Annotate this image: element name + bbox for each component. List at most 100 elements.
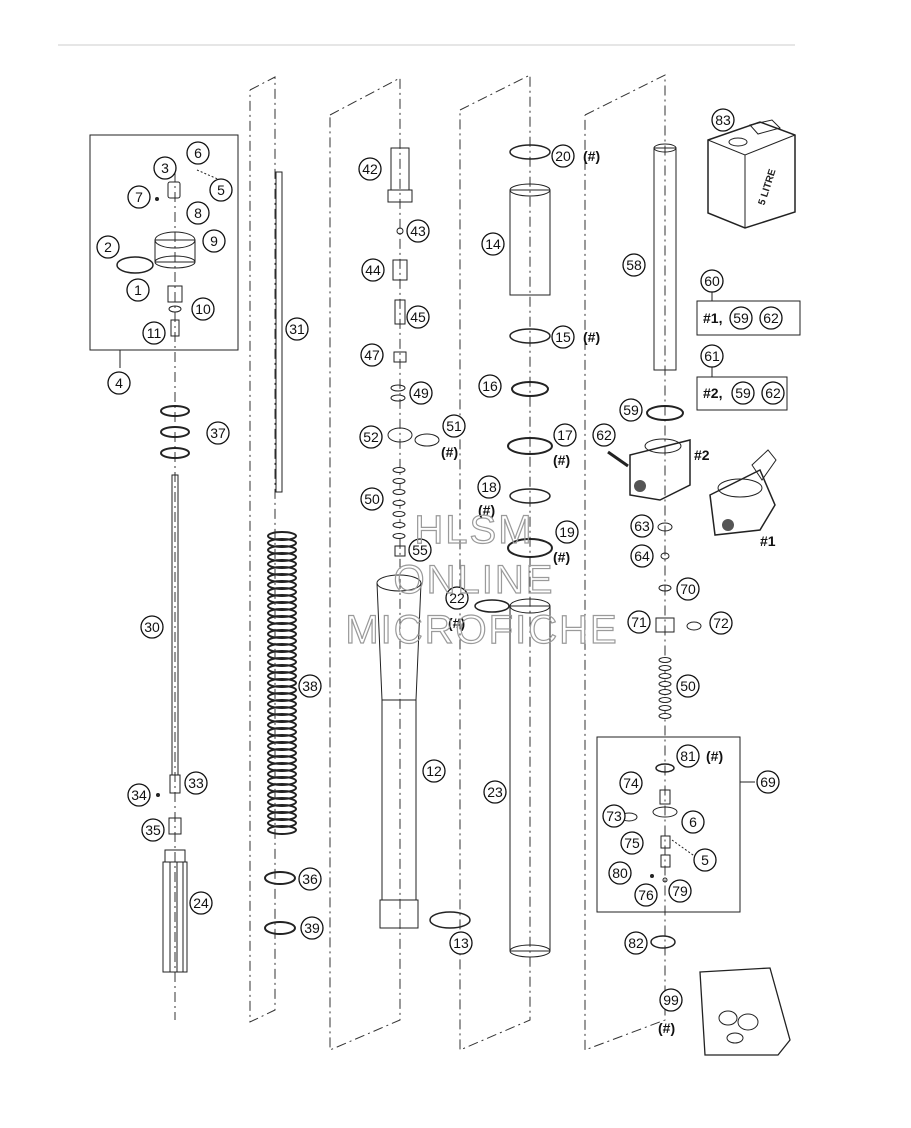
nut-11 <box>170 319 180 337</box>
callout-label: 70 <box>680 581 696 597</box>
callout-label: 49 <box>413 385 429 401</box>
callout-bubble <box>477 475 501 499</box>
callout-p15: 15 <box>551 325 575 349</box>
ring-79 <box>662 877 668 883</box>
valve-33 <box>169 774 181 794</box>
callout-label: 33 <box>188 775 204 791</box>
callout-bubble <box>676 744 700 768</box>
ring-72 <box>686 621 702 631</box>
note-22: (#) <box>448 615 465 631</box>
callout-p82: 82 <box>624 931 648 955</box>
oil-can-83: 5 LITRE <box>707 119 796 229</box>
o-ring-13 <box>429 911 471 929</box>
o-ring-59 <box>646 405 684 421</box>
callout-bubble <box>624 931 648 955</box>
callout-label: 76 <box>638 887 654 903</box>
callout-label: 30 <box>144 619 160 635</box>
callout-bubble <box>360 343 384 367</box>
callout-p3: 3 <box>153 156 177 180</box>
kit-61: #2, 59 62 <box>696 366 788 411</box>
callout-label: 69 <box>760 774 776 790</box>
preload-tube-31 <box>275 171 283 493</box>
callout-p79: 79 <box>668 879 692 903</box>
kit-60-part-a: 59 <box>733 310 749 326</box>
ring-51 <box>414 433 440 447</box>
callout-bubble <box>659 988 683 1012</box>
callout-label: 1 <box>134 282 142 298</box>
tube-14-top <box>509 183 551 197</box>
seal-82 <box>650 935 676 949</box>
kit-60-prefix: #1, <box>703 310 722 326</box>
callout-bubble <box>360 487 384 511</box>
note-17: (#) <box>553 452 570 468</box>
callout-p14: 14 <box>481 232 505 256</box>
can-top-edge <box>707 134 796 156</box>
kit-61-part-a: 59 <box>735 385 751 401</box>
nut-47 <box>393 351 407 363</box>
can-body <box>707 121 796 229</box>
shim-stack-50 <box>392 467 406 539</box>
callout-p34: 34 <box>127 783 151 807</box>
callout-label: 8 <box>194 205 202 221</box>
callout-p17: 17 <box>553 423 577 447</box>
clip-18 <box>509 488 551 504</box>
callout-bubble <box>693 848 717 872</box>
callout-p6a: 6 <box>186 141 210 165</box>
bag-item-2 <box>737 1013 759 1031</box>
shim <box>392 478 406 484</box>
note-99: (#) <box>658 1020 675 1036</box>
callout-bubble <box>202 229 226 253</box>
needle-75 <box>660 835 671 849</box>
watermark-line-1: HLSM <box>414 508 533 552</box>
callout-label: 24 <box>193 895 209 911</box>
callout-bubble <box>96 235 120 259</box>
callout-p8: 8 <box>186 201 210 225</box>
callout-p60: 60 <box>700 269 724 293</box>
callout-bubble <box>681 810 705 834</box>
callout-bubble <box>359 425 383 449</box>
bag-item-1 <box>718 1010 738 1026</box>
callout-p4: 4 <box>107 371 131 395</box>
callout-bubble <box>408 538 432 562</box>
callout-bubble <box>630 514 654 538</box>
callout-bubble <box>358 157 382 181</box>
callout-bubble <box>445 586 469 610</box>
kit-61-prefix: #2, <box>703 385 722 401</box>
callout-label: 15 <box>555 329 571 345</box>
callout-bubble <box>676 674 700 698</box>
callout-label: 11 <box>147 325 162 341</box>
kit-60-box <box>696 300 801 336</box>
callout-p80: 80 <box>608 861 632 885</box>
callout-bubble <box>127 783 151 807</box>
shim <box>658 681 672 687</box>
can-label: 5 LITRE <box>757 168 779 207</box>
callout-label: 4 <box>115 375 123 391</box>
callout-label: 50 <box>680 678 696 694</box>
callout-p2: 2 <box>96 235 120 259</box>
bushing-22 <box>474 599 510 613</box>
callout-label: 64 <box>634 548 650 564</box>
column-inner-tube <box>329 77 471 1051</box>
kit-61-box <box>696 376 788 411</box>
callout-bubble <box>709 611 733 635</box>
tube-58 <box>653 147 677 371</box>
ring-43 <box>396 227 404 235</box>
outer-tube-bottom <box>509 944 551 958</box>
callout-label: 13 <box>453 935 469 951</box>
callout-p83: 83 <box>711 108 735 132</box>
parts-bag-99 <box>699 967 791 1056</box>
callout-p39: 39 <box>300 916 324 940</box>
callout-bubble <box>189 891 213 915</box>
kit-60-part-b: 62 <box>763 310 779 326</box>
ring-63 <box>657 522 673 532</box>
callout-bubble <box>298 867 322 891</box>
callout-label: 44 <box>365 262 381 278</box>
callout-bubble <box>711 108 735 132</box>
callout-label: 14 <box>485 236 501 252</box>
callout-label: 19 <box>559 524 575 540</box>
callout-label: 52 <box>363 429 379 445</box>
callout-bubble <box>478 374 502 398</box>
shim <box>392 533 406 539</box>
callout-p12: 12 <box>422 759 446 783</box>
